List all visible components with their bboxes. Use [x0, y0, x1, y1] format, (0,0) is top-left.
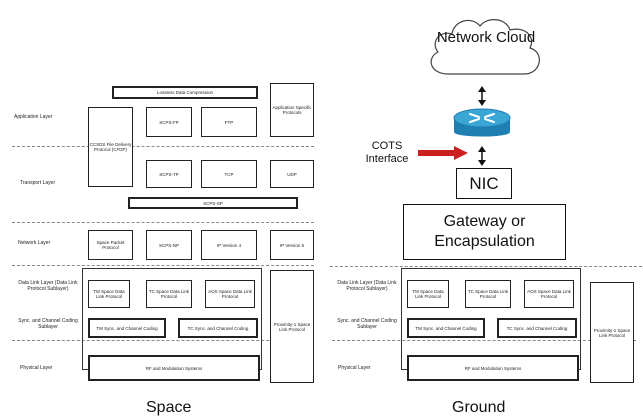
layer-divider: [330, 266, 642, 267]
tc-sync-box: TC Sync. and Channel Coding: [178, 318, 258, 338]
gateway-encapsulation-box: Gateway or Encapsulation: [403, 204, 566, 260]
tm-sync-box: TM Sync. and Channel Coding: [407, 318, 485, 338]
proximity-1-box: Proximity-1 Space Link Protocol: [590, 282, 634, 383]
scps-sp-box: SCPS-SP: [128, 197, 298, 209]
application-specific-protocols-box: Application Specific Protocols: [270, 83, 314, 137]
layer-label-application: Application Layer: [14, 114, 53, 120]
double-arrow-icon: [478, 86, 486, 106]
layer-label-transport: Transport Layer: [20, 180, 56, 186]
red-arrow-icon: [418, 146, 468, 160]
tm-space-data-link-box: TM Space Data Link Protocol: [407, 280, 449, 308]
tm-sync-box: TM Sync. and Channel Coding: [88, 318, 166, 338]
layer-label-network: Network Layer: [18, 240, 51, 246]
layer-label-sync: Sync. and Channel Coding Sublayer: [18, 318, 78, 330]
ip-version-6-box: IP Version 6: [270, 230, 314, 260]
scps-np-box: SCPS-NP: [146, 230, 192, 260]
ftp-box: FTP: [201, 107, 257, 137]
cloud-icon: [430, 19, 540, 75]
rf-modulation-box: RF and Modulation Systems: [407, 355, 579, 381]
tcp-box: TCP: [201, 160, 257, 188]
aos-space-data-link-box: AOS Space Data Link Protocol: [205, 280, 255, 308]
ground-caption: Ground: [452, 399, 506, 416]
udp-box: UDP: [270, 160, 314, 188]
layer-label-sync: Sync. and Channel Coding Sublayer: [337, 318, 397, 330]
scps-fp-box: SCPS-FP: [146, 107, 192, 137]
proximity-1-box: Proximity-1 Space Link Protocol: [270, 270, 314, 383]
rf-modulation-box: RF and Modulation Systems: [88, 355, 260, 381]
scps-tp-box: SCPS-TP: [146, 160, 192, 188]
cots-interface-label: COTS Interface: [365, 140, 409, 165]
layer-label-physical: Physical Layer: [338, 365, 371, 371]
layer-divider: [12, 340, 314, 341]
layer-divider: [12, 146, 314, 147]
nic-box: NIC: [456, 168, 512, 199]
layer-label-datalink: Data Link Layer (Data Link Protocol Subl…: [337, 280, 397, 292]
tc-space-data-link-box: TC Space Data Link Protocol: [465, 280, 511, 308]
aos-space-data-link-box: AOS Space Data Link Protocol: [524, 280, 574, 308]
tc-sync-box: TC Sync. and Channel Coding: [497, 318, 577, 338]
space-packet-protocol-box: Space Packet Protocol: [88, 230, 133, 260]
double-arrow-icon: [478, 146, 486, 166]
network-cloud-label: Network Cloud: [436, 29, 536, 46]
ip-version-4-box: IP Version 4: [201, 230, 257, 260]
layer-divider: [332, 340, 636, 341]
layer-label-physical: Physical Layer: [20, 365, 53, 371]
lossless-data-compression-box: Lossless Data Compression: [112, 86, 258, 99]
layer-divider: [12, 222, 314, 223]
cfdp-box: CCSDS File Delivery Protocol (CFDP): [88, 107, 133, 187]
router-icon: [453, 108, 511, 137]
tm-space-data-link-box: TM Space Data Link Protocol: [88, 280, 130, 308]
layer-divider: [12, 265, 314, 266]
space-caption: Space: [146, 399, 192, 416]
layer-label-datalink: Data Link Layer (Data Link Protocol Subl…: [18, 280, 78, 292]
tc-space-data-link-box: TC Space Data Link Protocol: [146, 280, 192, 308]
